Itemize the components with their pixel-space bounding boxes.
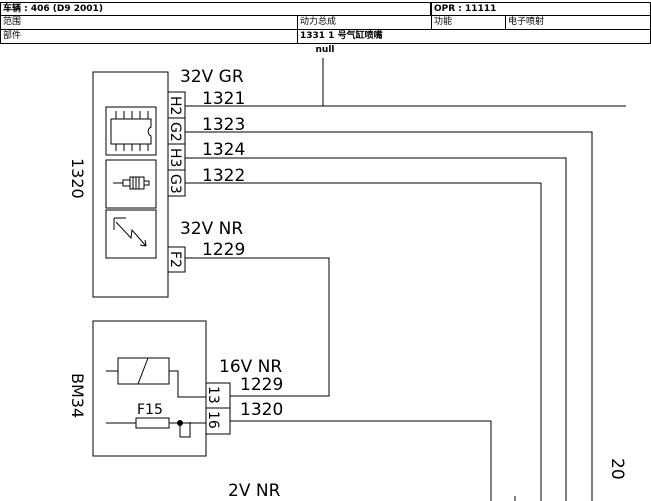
pin-16: 16 (205, 411, 221, 429)
connector-32v-nr-pin (167, 246, 186, 273)
wire-label-1229-relay: 1229 (240, 375, 283, 395)
lightning-icon (113, 217, 147, 247)
pin-h3: H3 (167, 148, 183, 167)
ecu-spark-frame (105, 209, 157, 259)
wire-1320 (230, 420, 492, 501)
injector-icon (113, 176, 150, 190)
pin-h2: H2 (167, 96, 183, 115)
pin-g2: G2 (167, 122, 183, 142)
pin-f2: F2 (167, 251, 183, 268)
ecu-1320-label: 1320 (68, 158, 87, 199)
subtitle: null (315, 45, 335, 55)
vehicle-cell: 车辆 : 406 (D9 2001) (0, 2, 431, 16)
wire-label-1229-ecu: 1229 (202, 240, 245, 260)
chip-icon (110, 111, 152, 151)
opr-cell: OPR : 11111 (431, 2, 651, 16)
wire-label-1324: 1324 (202, 140, 245, 160)
pin-13: 13 (205, 386, 221, 404)
part-value-cell: 1331 1 号气缸喷嘴 (297, 29, 651, 44)
edge-label: 20 (607, 458, 627, 480)
wire-label-1321: 1321 (202, 89, 245, 109)
relay-bm34-box (92, 320, 207, 457)
connector-32v-gr-label: 32V GR (180, 67, 244, 87)
wire-label-1320: 1320 (240, 400, 283, 420)
pin-g3: G3 (167, 174, 183, 194)
ecu-injector-frame (105, 159, 157, 209)
connector-16v-nr-label: 16V NR (219, 357, 282, 377)
wire-1323 (185, 131, 593, 501)
wire-1324 (185, 157, 567, 501)
wire-label-1323: 1323 (202, 115, 245, 135)
function-value-cell: 电子喷射 (505, 15, 651, 30)
connector-2v-nr-label: 2V NR (228, 481, 281, 501)
wire-label-1322: 1322 (202, 166, 245, 186)
scope-label-cell: 范围 (0, 15, 298, 30)
wire-1322 (185, 182, 542, 501)
scope-value-cell: 动力总成 (297, 15, 432, 30)
wire-1229 (185, 257, 330, 397)
function-label-cell: 功能 (431, 15, 506, 30)
ecu-chip-frame (105, 106, 157, 156)
relay-bm34-label: BM34 (68, 373, 87, 418)
part-label-cell: 部件 (0, 29, 298, 44)
connector-32v-nr-label: 32V NR (180, 219, 243, 239)
fuse-f15-label: F15 (137, 402, 163, 418)
wiring-diagram: 1320 32V GR H2 G2 H3 G3 1321 1323 1324 1… (68, 58, 627, 501)
header-table: 车辆 : 406 (D9 2001) OPR : 11111 范围 动力总成 功… (0, 0, 651, 45)
fuse-f15 (135, 417, 170, 429)
